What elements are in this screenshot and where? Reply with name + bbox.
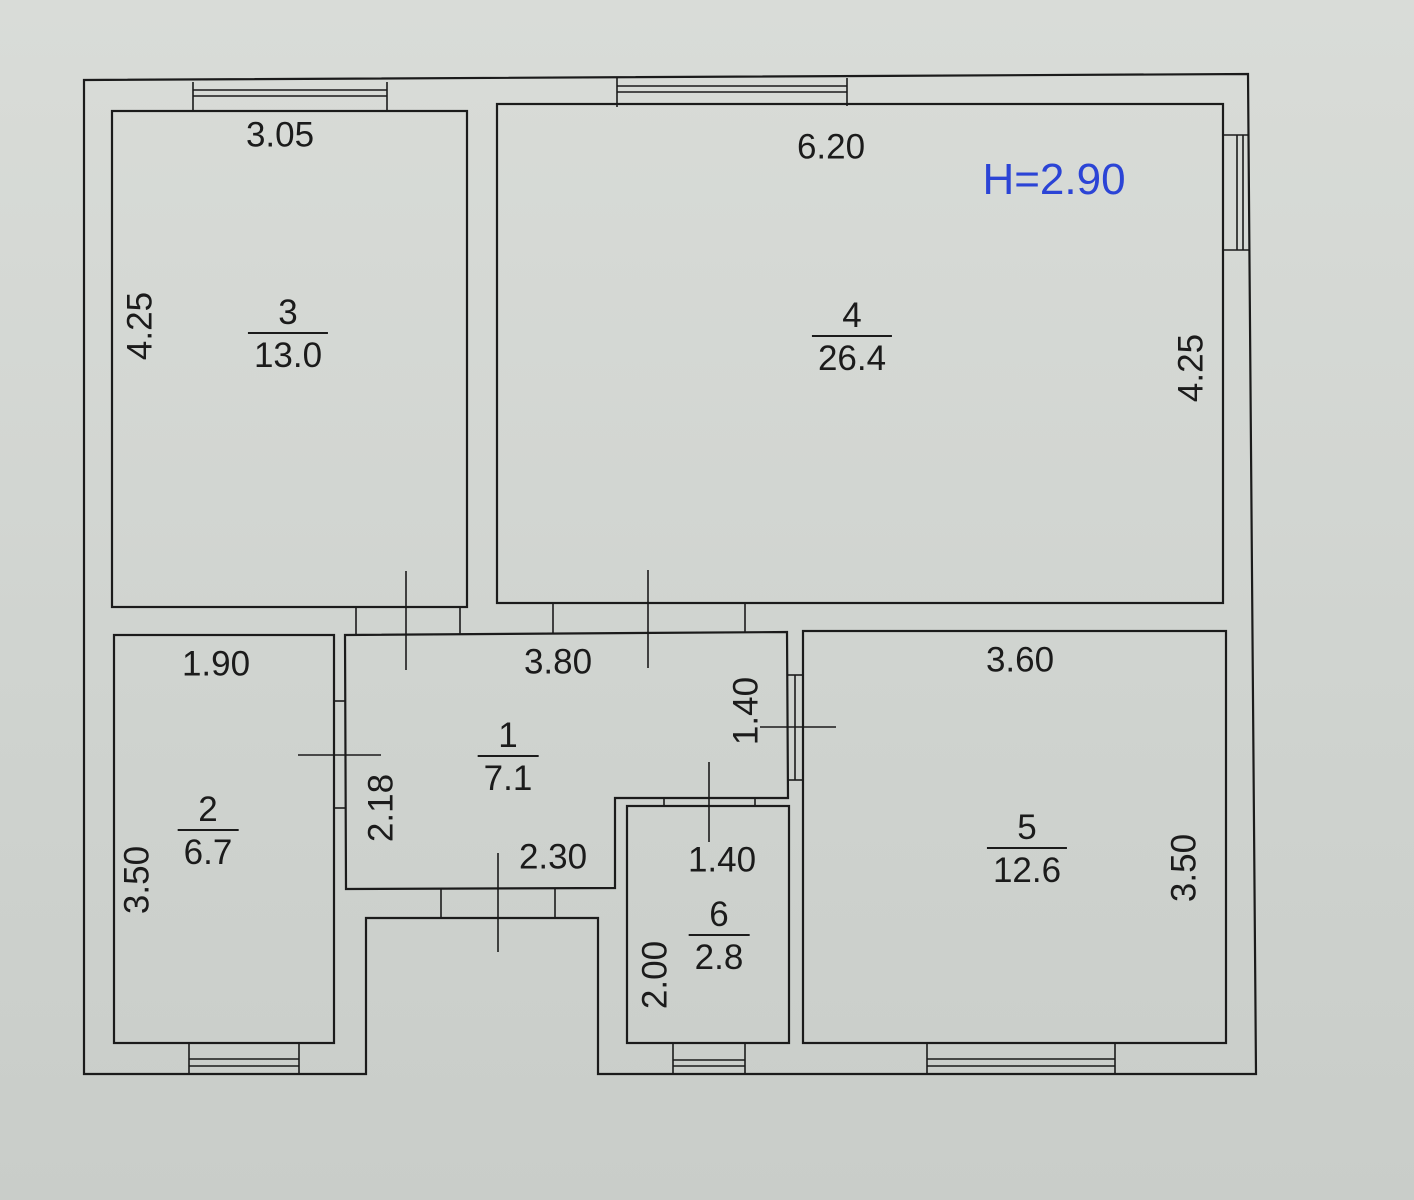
room-5-width: 3.60: [985, 640, 1055, 680]
room-2-outline: [112, 633, 336, 1045]
room-4-label: 4 26.4: [811, 296, 893, 378]
window-room-5: [926, 1043, 1116, 1074]
room-1-lower-width: 2.30: [518, 837, 588, 877]
room-5-label: 5 12.6: [986, 808, 1068, 890]
room-5-number: 5: [1017, 808, 1037, 847]
room-6-outline: [625, 804, 791, 1045]
room-1-number: 1: [498, 716, 518, 755]
room-4-outline: [495, 102, 1225, 605]
room-2-number: 2: [198, 790, 218, 829]
room-2-area: 6.7: [183, 833, 233, 872]
door-room-3: [355, 571, 461, 670]
room-4-number: 4: [842, 296, 862, 335]
room-4-height: 4.25: [1171, 333, 1211, 403]
room-6-label: 6 2.8: [688, 895, 750, 977]
room-3-height: 4.25: [120, 291, 160, 361]
fraction-bar: [247, 332, 329, 334]
window-room-3: [192, 82, 388, 110]
room-5-area: 12.6: [992, 851, 1062, 890]
fraction-bar: [177, 829, 239, 831]
window-room-4: [616, 78, 848, 107]
window-room-6: [672, 1043, 746, 1074]
window-room-4-side: [1222, 134, 1250, 251]
room-3-number: 3: [278, 293, 298, 332]
fraction-bar: [986, 847, 1068, 849]
fraction-bar: [477, 755, 539, 757]
fraction-bar: [688, 934, 750, 936]
door-room-4: [552, 570, 746, 668]
room-1-side: 1.40: [726, 676, 766, 746]
room-2-height: 3.50: [117, 845, 157, 915]
room-3-label: 3 13.0: [247, 293, 329, 375]
window-room-2: [188, 1044, 300, 1074]
door-entrance: [440, 853, 556, 952]
room-4-area: 26.4: [817, 339, 887, 378]
room-6-height: 2.00: [635, 940, 675, 1010]
exterior-wall: [82, 72, 1258, 1076]
room-5-height: 3.50: [1164, 833, 1204, 903]
door-room-6: [663, 762, 756, 842]
room-6-number: 6: [709, 895, 729, 934]
room-6-area: 2.8: [694, 938, 744, 977]
room-2-width: 1.90: [181, 644, 251, 684]
room-3-width: 3.05: [245, 115, 315, 155]
door-room-2: [298, 700, 381, 809]
room-1-width: 3.80: [523, 642, 593, 682]
fraction-bar: [811, 335, 893, 337]
room-5-outline: [801, 629, 1228, 1045]
door-room-5: [760, 674, 836, 781]
room-1-label: 1 7.1: [477, 716, 539, 798]
room-1-outline: [343, 630, 790, 891]
room-1-height: 2.18: [361, 773, 401, 843]
room-6-width: 1.40: [687, 840, 757, 880]
room-1-area: 7.1: [483, 759, 533, 798]
ceiling-height-label: H=2.90: [982, 155, 1126, 204]
room-2-label: 2 6.7: [177, 790, 239, 872]
room-3-outline: [110, 109, 469, 609]
room-3-area: 13.0: [253, 336, 323, 375]
room-4-width: 6.20: [796, 127, 866, 167]
